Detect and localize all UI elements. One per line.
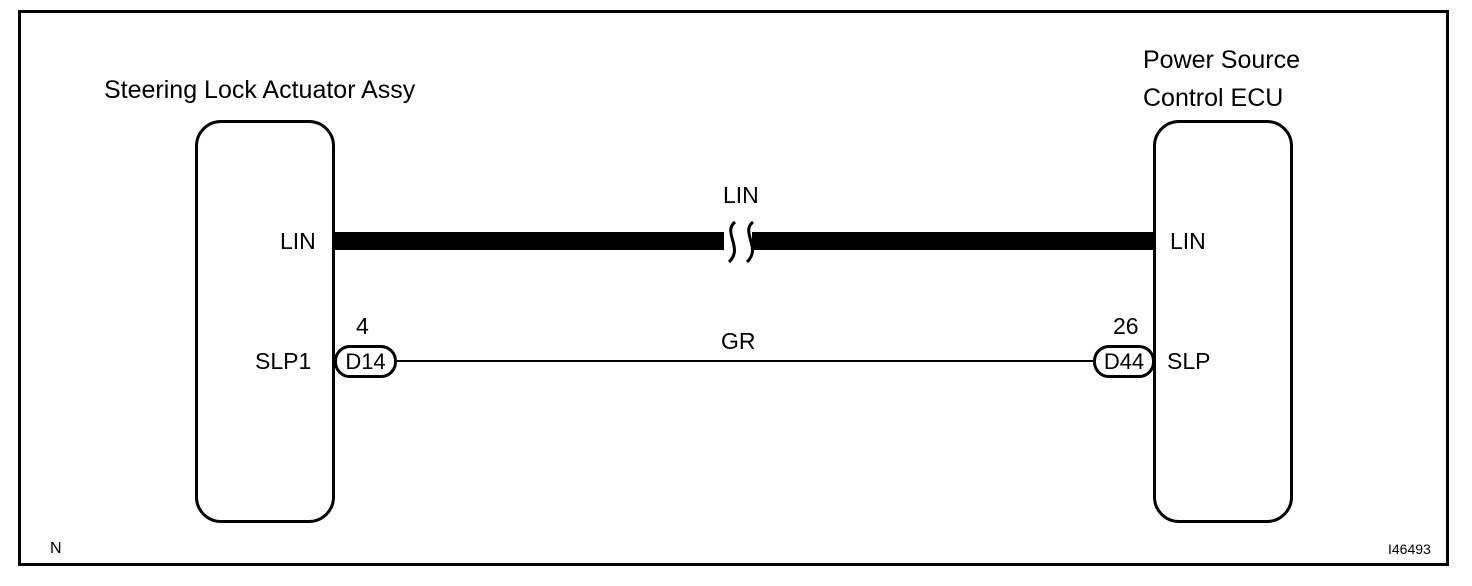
lin-wire-label: LIN <box>723 182 759 208</box>
right-pin-slp-label: SLP <box>1167 348 1211 374</box>
wire-break-mark-right <box>745 220 755 264</box>
left-component-title: Steering Lock Actuator Assy <box>104 76 416 104</box>
right-pin-number: 26 <box>1113 313 1139 339</box>
left-pin-lin-label: LIN <box>280 228 316 254</box>
left-pin-number: 4 <box>356 313 369 339</box>
slp-wire-color-label: GR <box>721 328 756 354</box>
steering-lock-actuator-box <box>195 120 335 523</box>
diagram-frame <box>18 10 1449 566</box>
right-component-title-line1: Power Source <box>1143 46 1301 74</box>
left-pin-slp-label: SLP1 <box>255 348 312 374</box>
right-connector-badge: D44 <box>1093 345 1155 378</box>
power-source-control-ecu-box <box>1153 120 1293 523</box>
left-connector-badge: D14 <box>334 345 397 378</box>
right-pin-lin-label: LIN <box>1170 228 1206 254</box>
figure-id: I46493 <box>1388 541 1431 557</box>
footer-left-code: N <box>50 540 62 557</box>
right-component-title-line2: Control ECU <box>1143 84 1284 112</box>
wire-break-mark-left <box>727 220 737 264</box>
